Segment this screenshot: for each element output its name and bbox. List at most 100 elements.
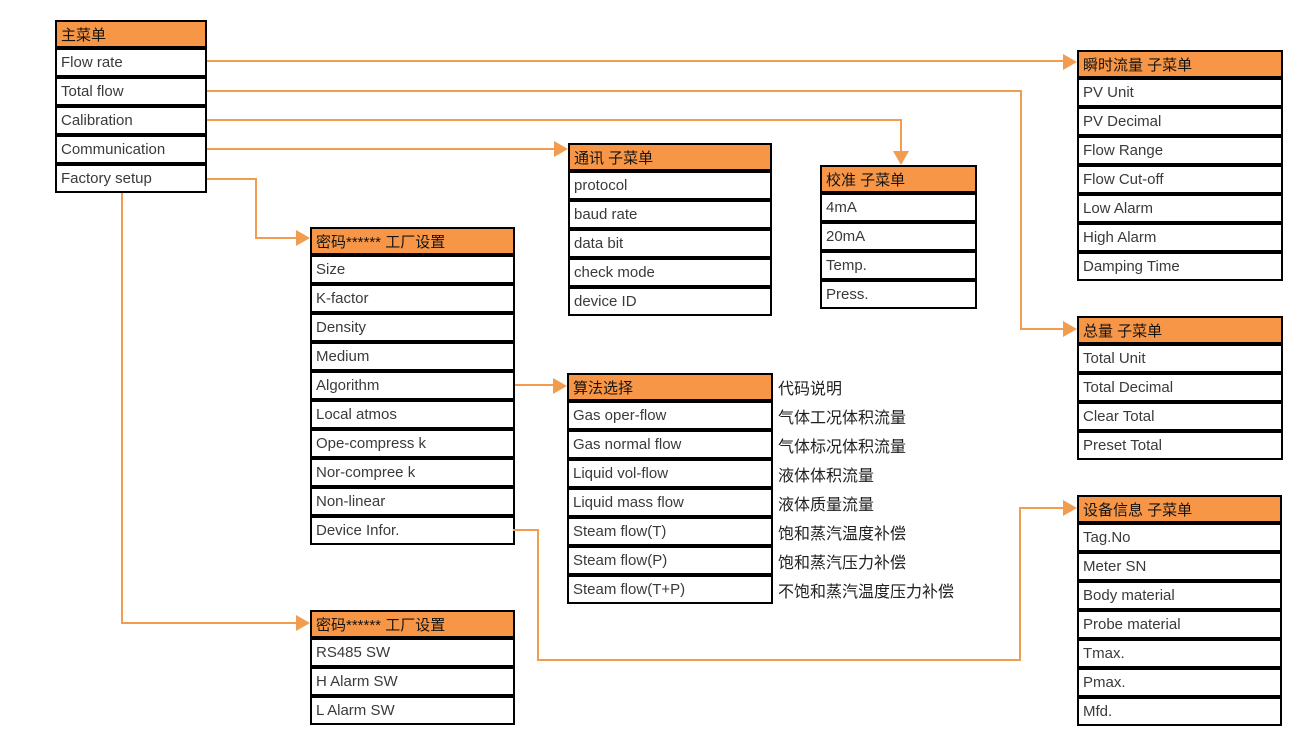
connector-factory-setup-v (255, 178, 257, 239)
arrowhead-flow-rate-icon (1063, 54, 1077, 70)
device-info-submenu-title: 设备信息 子菜单 (1077, 495, 1282, 523)
main-menu-item-1: Total flow (55, 77, 207, 106)
arrowhead-calibration-icon (893, 151, 909, 165)
instant-flow-submenu-item-3: Flow Cut-off (1077, 165, 1283, 194)
connector-total-flow-h1 (207, 90, 1022, 92)
connector-factory-setup-h1 (207, 178, 257, 180)
arrowhead-communication-icon (554, 141, 568, 157)
device-info-submenu-item-3: Probe material (1077, 610, 1282, 639)
comm-submenu-item-4: device ID (568, 287, 772, 316)
factory-setup-item-5: Local atmos (310, 400, 515, 429)
description-item-4: 饱和蒸汽温度补偿 (778, 525, 907, 543)
device-info-submenu-item-5: Pmax. (1077, 668, 1282, 697)
connector-factory-setup-h2 (255, 237, 296, 239)
factory-setup-item-4: Algorithm (310, 371, 515, 400)
device-info-submenu-item-4: Tmax. (1077, 639, 1282, 668)
comm-submenu-item-2: data bit (568, 229, 772, 258)
cal-submenu-title: 校准 子菜单 (820, 165, 977, 193)
algorithm-select-item-3: Liquid mass flow (567, 488, 773, 517)
connector-factory-switches-v (121, 193, 123, 624)
algorithm-select-item-6: Steam flow(T+P) (567, 575, 773, 604)
cal-submenu-item-0: 4mA (820, 193, 977, 222)
connector-factory-switches-h (121, 622, 296, 624)
connector-algorithm (515, 384, 557, 386)
connector-calibration-h (207, 119, 902, 121)
description-title: 代码说明 (778, 381, 843, 398)
factory-setup2-item-0: RS485 SW (310, 638, 515, 667)
cal-submenu-item-1: 20mA (820, 222, 977, 251)
factory-setup2-item-2: L Alarm SW (310, 696, 515, 725)
device-info-submenu-item-1: Meter SN (1077, 552, 1282, 581)
total-submenu-item-0: Total Unit (1077, 344, 1283, 373)
main-menu-item-3: Communication (55, 135, 207, 164)
total-submenu-item-1: Total Decimal (1077, 373, 1283, 402)
connector-total-flow-h2 (1020, 328, 1065, 330)
cal-submenu-item-2: Temp. (820, 251, 977, 280)
main-menu-item-0: Flow rate (55, 48, 207, 77)
arrowhead-factory-switches-icon (296, 615, 310, 631)
connector-calibration-v (900, 119, 902, 155)
connector-device-info-h1 (513, 529, 539, 531)
description-item-0: 气体工况体积流量 (778, 409, 907, 427)
algorithm-select-item-1: Gas normal flow (567, 430, 773, 459)
arrowhead-total-flow-icon (1063, 321, 1077, 337)
device-info-submenu-item-2: Body material (1077, 581, 1282, 610)
algorithm-select-item-5: Steam flow(P) (567, 546, 773, 575)
algorithm-select-item-2: Liquid vol-flow (567, 459, 773, 488)
factory-setup-item-1: K-factor (310, 284, 515, 313)
instant-flow-submenu-item-1: PV Decimal (1077, 107, 1283, 136)
description-item-2: 液体体积流量 (778, 467, 875, 485)
algorithm-select-item-0: Gas oper-flow (567, 401, 773, 430)
comm-submenu-item-3: check mode (568, 258, 772, 287)
main-menu-title: 主菜单 (55, 20, 207, 48)
instant-flow-submenu-item-0: PV Unit (1077, 78, 1283, 107)
main-menu-item-4: Factory setup (55, 164, 207, 193)
cal-submenu-item-3: Press. (820, 280, 977, 309)
factory-setup2-item-1: H Alarm SW (310, 667, 515, 696)
total-submenu-title: 总量 子菜单 (1077, 316, 1283, 344)
arrowhead-algorithm-icon (553, 378, 567, 394)
factory-setup2-title: 密码****** 工厂设置 (310, 610, 515, 638)
factory-setup-item-9: Device Infor. (310, 516, 515, 545)
arrowhead-device-info-icon (1063, 500, 1077, 516)
algorithm-select-item-4: Steam flow(T) (567, 517, 773, 546)
description-item-5: 饱和蒸汽压力补偿 (778, 554, 907, 572)
description-item-6: 不饱和蒸汽温度压力补偿 (778, 583, 955, 601)
instant-flow-submenu-item-2: Flow Range (1077, 136, 1283, 165)
total-submenu-item-2: Clear Total (1077, 402, 1283, 431)
connector-flow-rate (207, 60, 1065, 62)
algorithm-select-title: 算法选择 (567, 373, 773, 401)
factory-setup-item-2: Density (310, 313, 515, 342)
description-item-3: 液体质量流量 (778, 496, 875, 514)
factory-setup-item-7: Nor-compree k (310, 458, 515, 487)
connector-device-info-h2 (537, 659, 1021, 661)
total-submenu-item-3: Preset Total (1077, 431, 1283, 460)
device-info-submenu-item-6: Mfd. (1077, 697, 1282, 726)
factory-setup-item-6: Ope-compress k (310, 429, 515, 458)
connector-device-info-v1 (537, 529, 539, 661)
connector-device-info-v2 (1019, 507, 1021, 661)
main-menu-item-2: Calibration (55, 106, 207, 135)
description-item-1: 气体标况体积流量 (778, 438, 907, 456)
instant-flow-submenu-item-4: Low Alarm (1077, 194, 1283, 223)
instant-flow-submenu-item-5: High Alarm (1077, 223, 1283, 252)
comm-submenu-item-0: protocol (568, 171, 772, 200)
factory-setup-item-8: Non-linear (310, 487, 515, 516)
factory-setup-item-3: Medium (310, 342, 515, 371)
instant-flow-submenu-title: 瞬时流量 子菜单 (1077, 50, 1283, 78)
factory-setup-title: 密码****** 工厂设置 (310, 227, 515, 255)
device-info-submenu-item-0: Tag.No (1077, 523, 1282, 552)
comm-submenu-title: 通讯 子菜单 (568, 143, 772, 171)
instant-flow-submenu-item-6: Damping Time (1077, 252, 1283, 281)
algorithm-descriptions: 代码说明气体工况体积流量气体标况体积流量液体体积流量液体质量流量饱和蒸汽温度补偿… (778, 373, 954, 604)
connector-communication (207, 148, 556, 150)
